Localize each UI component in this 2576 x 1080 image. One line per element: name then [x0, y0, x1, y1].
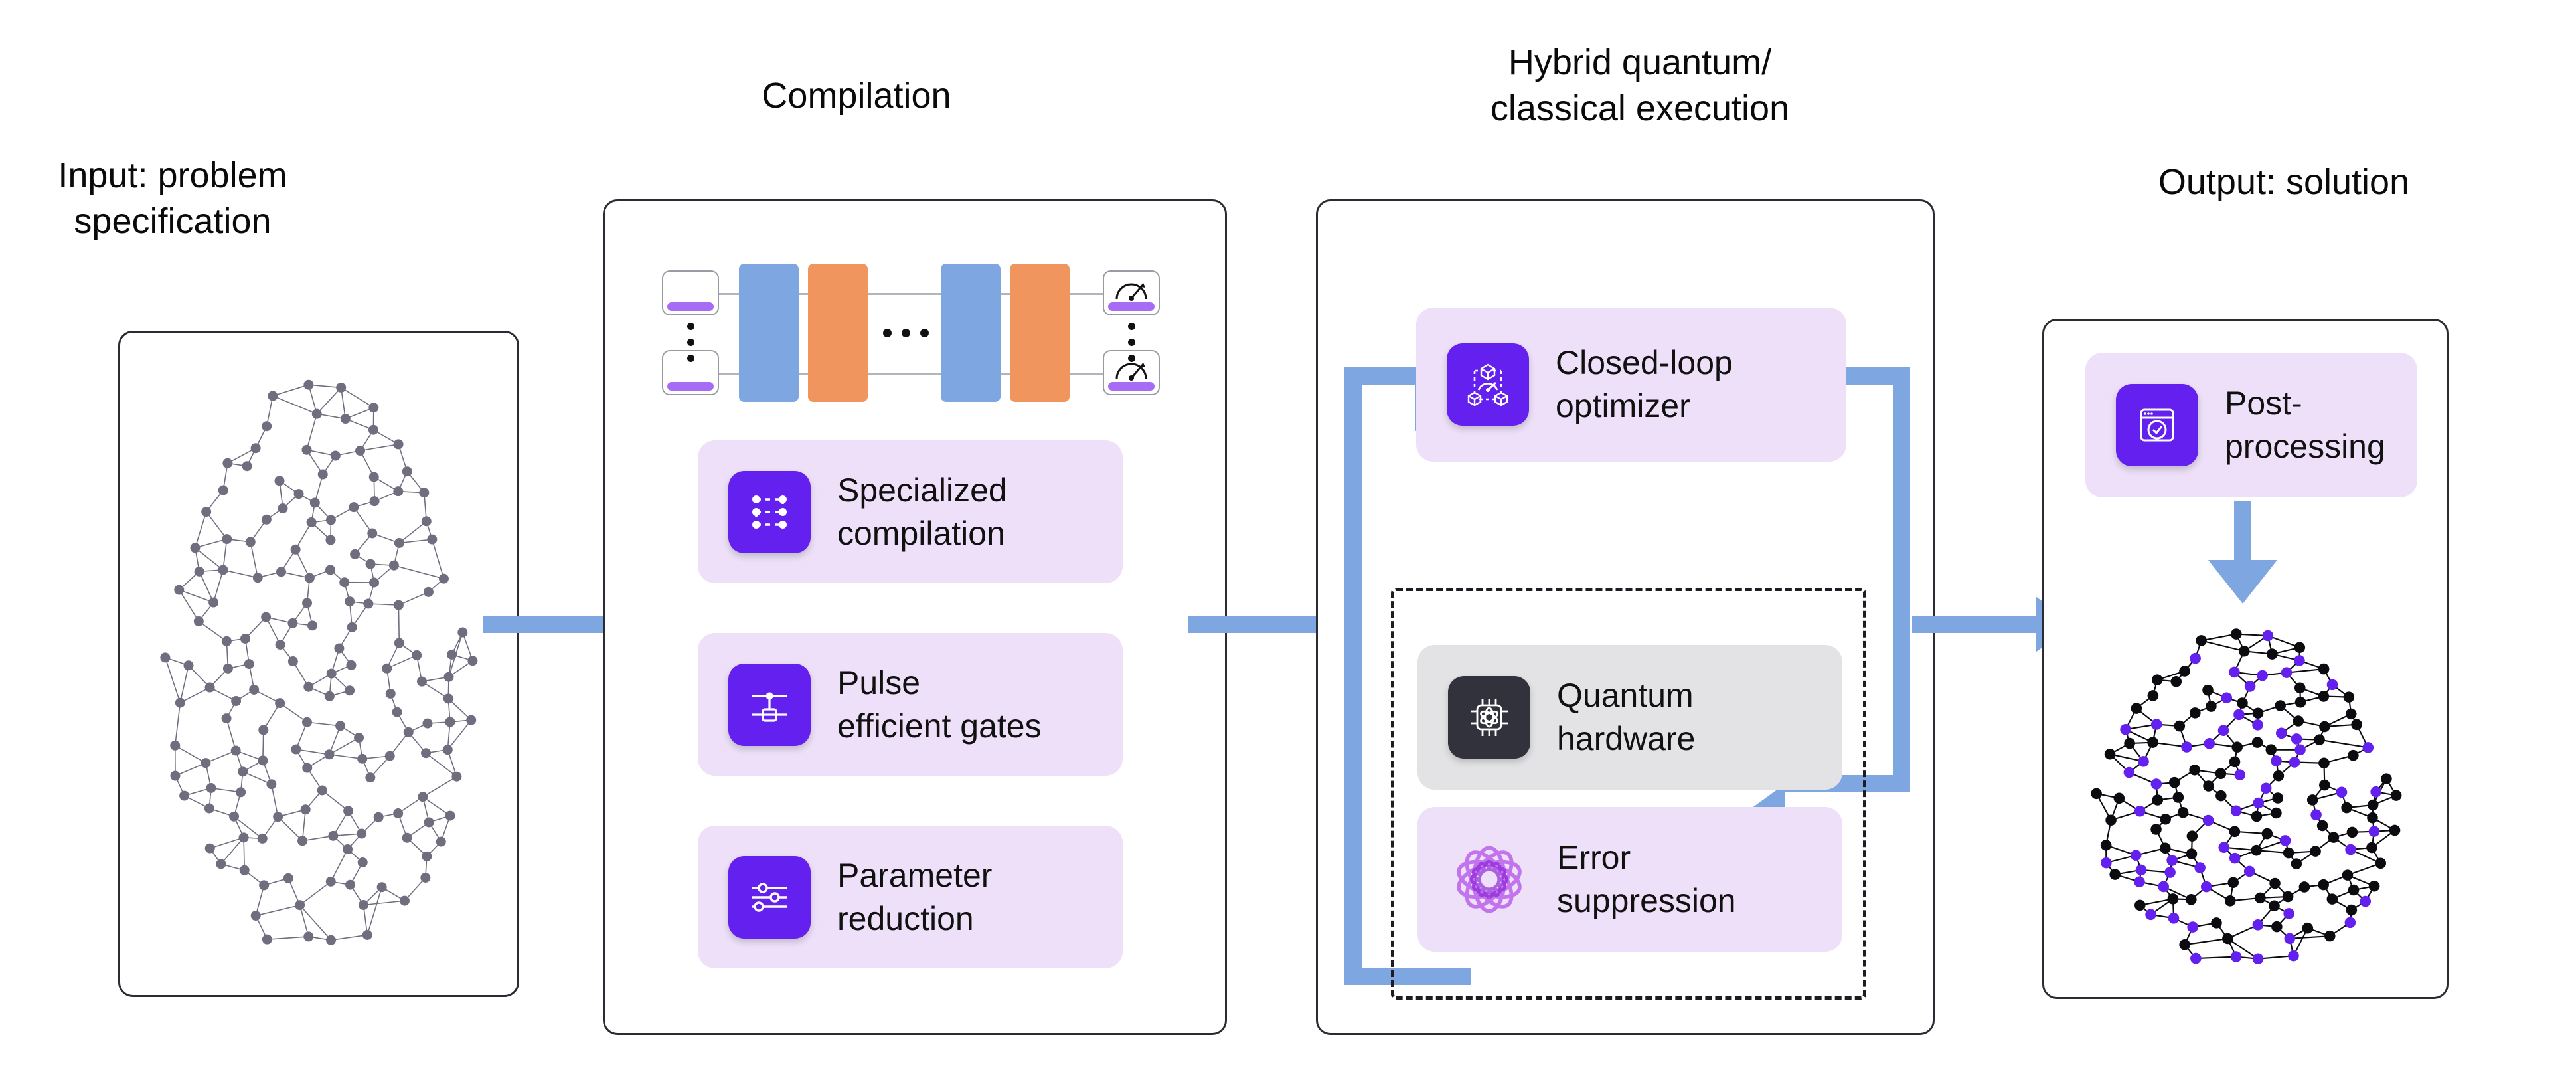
measurement-bar [1108, 302, 1155, 311]
card-label: Pulse efficient gates [837, 664, 1042, 745]
output-solution-graph [2091, 628, 2402, 965]
circuit-wire-bottom [675, 373, 1160, 375]
circuit-gate-blue-2 [941, 264, 1001, 402]
arrow-postprocessing-head [2208, 560, 2277, 604]
controlled-gate-icon [728, 663, 811, 746]
card-error-suppression[interactable]: Error suppression [1417, 807, 1842, 952]
meter-icon [1115, 283, 1147, 301]
window-check-icon [2116, 384, 2198, 466]
card-specialized-compilation[interactable]: Specialized compilation [698, 440, 1123, 583]
card-closed-loop-optimizer[interactable]: Closed-loop optimizer [1416, 308, 1846, 462]
quantum-chip-icon [1448, 676, 1530, 759]
arrow-postprocessing-to-graph [2234, 501, 2251, 565]
compilation-panel: Specialized compilation Pulse efficient … [603, 199, 1227, 1035]
state-prep-box-q0 [662, 270, 719, 315]
card-label: Specialized compilation [837, 471, 1007, 552]
state-prep-bar [667, 302, 714, 311]
qubit-ellipsis-right [1128, 323, 1135, 362]
graph-nodes-icon [728, 470, 811, 553]
input-panel [118, 331, 519, 997]
card-label: Error suppression [1557, 839, 1736, 919]
card-parameter-reduction[interactable]: Parameter reduction [698, 826, 1123, 968]
card-post-processing[interactable]: Post- processing [2085, 353, 2417, 497]
quantum-circuit-diagram [662, 254, 1173, 407]
feedback-shaft-right [1893, 367, 1910, 792]
sliders-icon [728, 855, 811, 939]
card-quantum-hardware[interactable]: Quantum hardware [1417, 645, 1842, 790]
rosette-icon [1448, 838, 1530, 921]
card-pulse-efficient-gates[interactable]: Pulse efficient gates [698, 633, 1123, 776]
section-title-input: Input: problem specification [58, 155, 287, 242]
measurement-bar [1108, 382, 1155, 391]
circuit-gate-orange-1 [808, 264, 868, 402]
measurement-box-q0 [1103, 270, 1160, 315]
card-label: Quantum hardware [1557, 677, 1696, 757]
circuit-wire-top [675, 293, 1160, 295]
meter-icon [1115, 363, 1147, 381]
hybrid-execution-panel: Closed-loop optimizer [1316, 199, 1935, 1035]
state-prep-bar [667, 382, 714, 391]
section-title-hybrid: Hybrid quantum/ classical execution [1490, 43, 1790, 129]
card-label: Post- processing [2225, 385, 2385, 465]
card-label: Parameter reduction [837, 856, 993, 937]
feedback-shaft-bottom [1344, 968, 1471, 985]
section-title-output: Output: solution [2158, 162, 2410, 202]
qubit-ellipsis-left [687, 323, 694, 362]
feedback-shaft-top [1344, 367, 1417, 385]
quantum-execution-dashed-box [1391, 588, 1866, 1000]
feedback-shaft-left [1344, 367, 1362, 985]
cubes-gauge-icon [1447, 343, 1529, 426]
section-title-compilation: Compilation [762, 76, 951, 116]
circuit-ellipsis [883, 329, 929, 337]
circuit-gate-orange-2 [1010, 264, 1070, 402]
input-problem-graph [160, 379, 478, 945]
card-label: Closed-loop optimizer [1556, 344, 1733, 424]
output-panel: Post- processing [2042, 319, 2449, 999]
circuit-gate-blue-1 [739, 264, 799, 402]
